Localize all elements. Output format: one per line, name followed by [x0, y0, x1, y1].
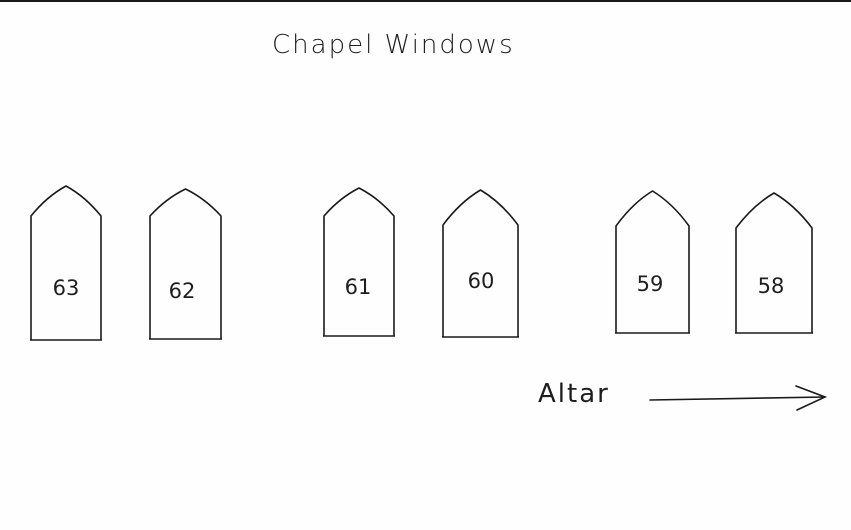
- window-number-label: 58: [758, 274, 785, 298]
- right-arrow-icon: [649, 385, 828, 411]
- window-number-label: 62: [169, 279, 196, 303]
- window-outline: [735, 192, 813, 334]
- window-60: 60: [442, 189, 519, 338]
- window-61: 61: [323, 187, 395, 337]
- window-outline: [442, 189, 519, 338]
- windows-group: 63 62 61 60 59 58: [30, 185, 813, 341]
- window-outline: [149, 188, 222, 340]
- top-border-line: [0, 0, 851, 2]
- window-62: 62: [149, 188, 222, 340]
- window-outline: [30, 185, 102, 341]
- window-number-label: 63: [53, 276, 80, 300]
- window-59: 59: [615, 190, 690, 334]
- window-number-label: 61: [345, 275, 372, 299]
- window-outline: [323, 187, 395, 337]
- window-58: 58: [735, 192, 813, 334]
- window-63: 63: [30, 185, 102, 341]
- window-outline: [615, 190, 690, 334]
- diagram-title: Chapel Windows: [272, 30, 515, 60]
- window-number-label: 60: [468, 269, 495, 293]
- window-number-label: 59: [637, 272, 664, 296]
- altar-label: Altar: [538, 379, 610, 409]
